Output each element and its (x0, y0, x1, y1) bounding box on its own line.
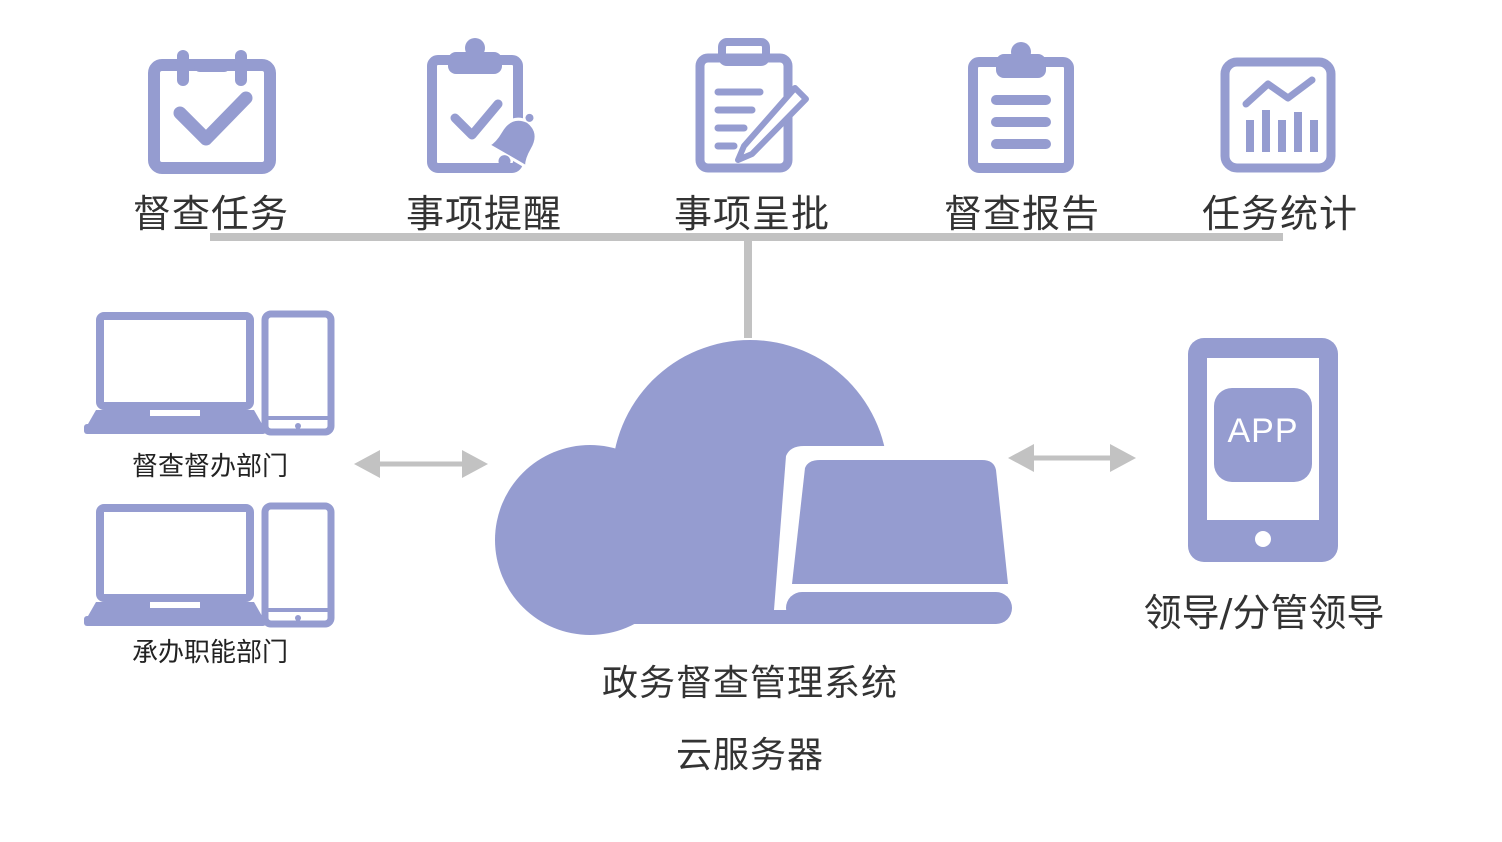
module-label-supervision-task: 督查任务 (132, 192, 289, 236)
client-label-leader: 领导/分管领导 (1143, 591, 1385, 635)
phone-icon (261, 502, 335, 628)
system-name: 政务督查管理系统 (601, 663, 898, 704)
laptop-icon (84, 504, 266, 626)
calendar-check-icon (148, 50, 276, 174)
module-label-item-reminder: 事项提醒 (405, 192, 562, 236)
laptop-icon (84, 312, 266, 434)
clipboard-pen-icon (695, 38, 809, 173)
module-label-item-approval: 事项呈批 (673, 192, 830, 236)
right-double-arrow-icon (1008, 444, 1136, 472)
cloud-server-icon (495, 340, 1020, 635)
module-label-supervision-report: 督查报告 (943, 192, 1100, 236)
tablet-icon (1188, 338, 1338, 562)
server-name: 云服务器 (675, 735, 824, 776)
clipboard-bell-icon (427, 38, 538, 173)
clipboard-list-icon (968, 42, 1074, 173)
app-badge-text: APP (1227, 412, 1299, 450)
module-label-task-statistics: 任务统计 (1201, 192, 1358, 236)
bar-chart-icon (1220, 57, 1336, 173)
phone-icon (261, 310, 335, 436)
left-double-arrow-icon (354, 450, 488, 478)
app-icon (1214, 388, 1312, 482)
client-label-handling-dept: 承办职能部门 (131, 638, 288, 668)
client-label-supervise-dept: 督查督办部门 (131, 452, 288, 482)
